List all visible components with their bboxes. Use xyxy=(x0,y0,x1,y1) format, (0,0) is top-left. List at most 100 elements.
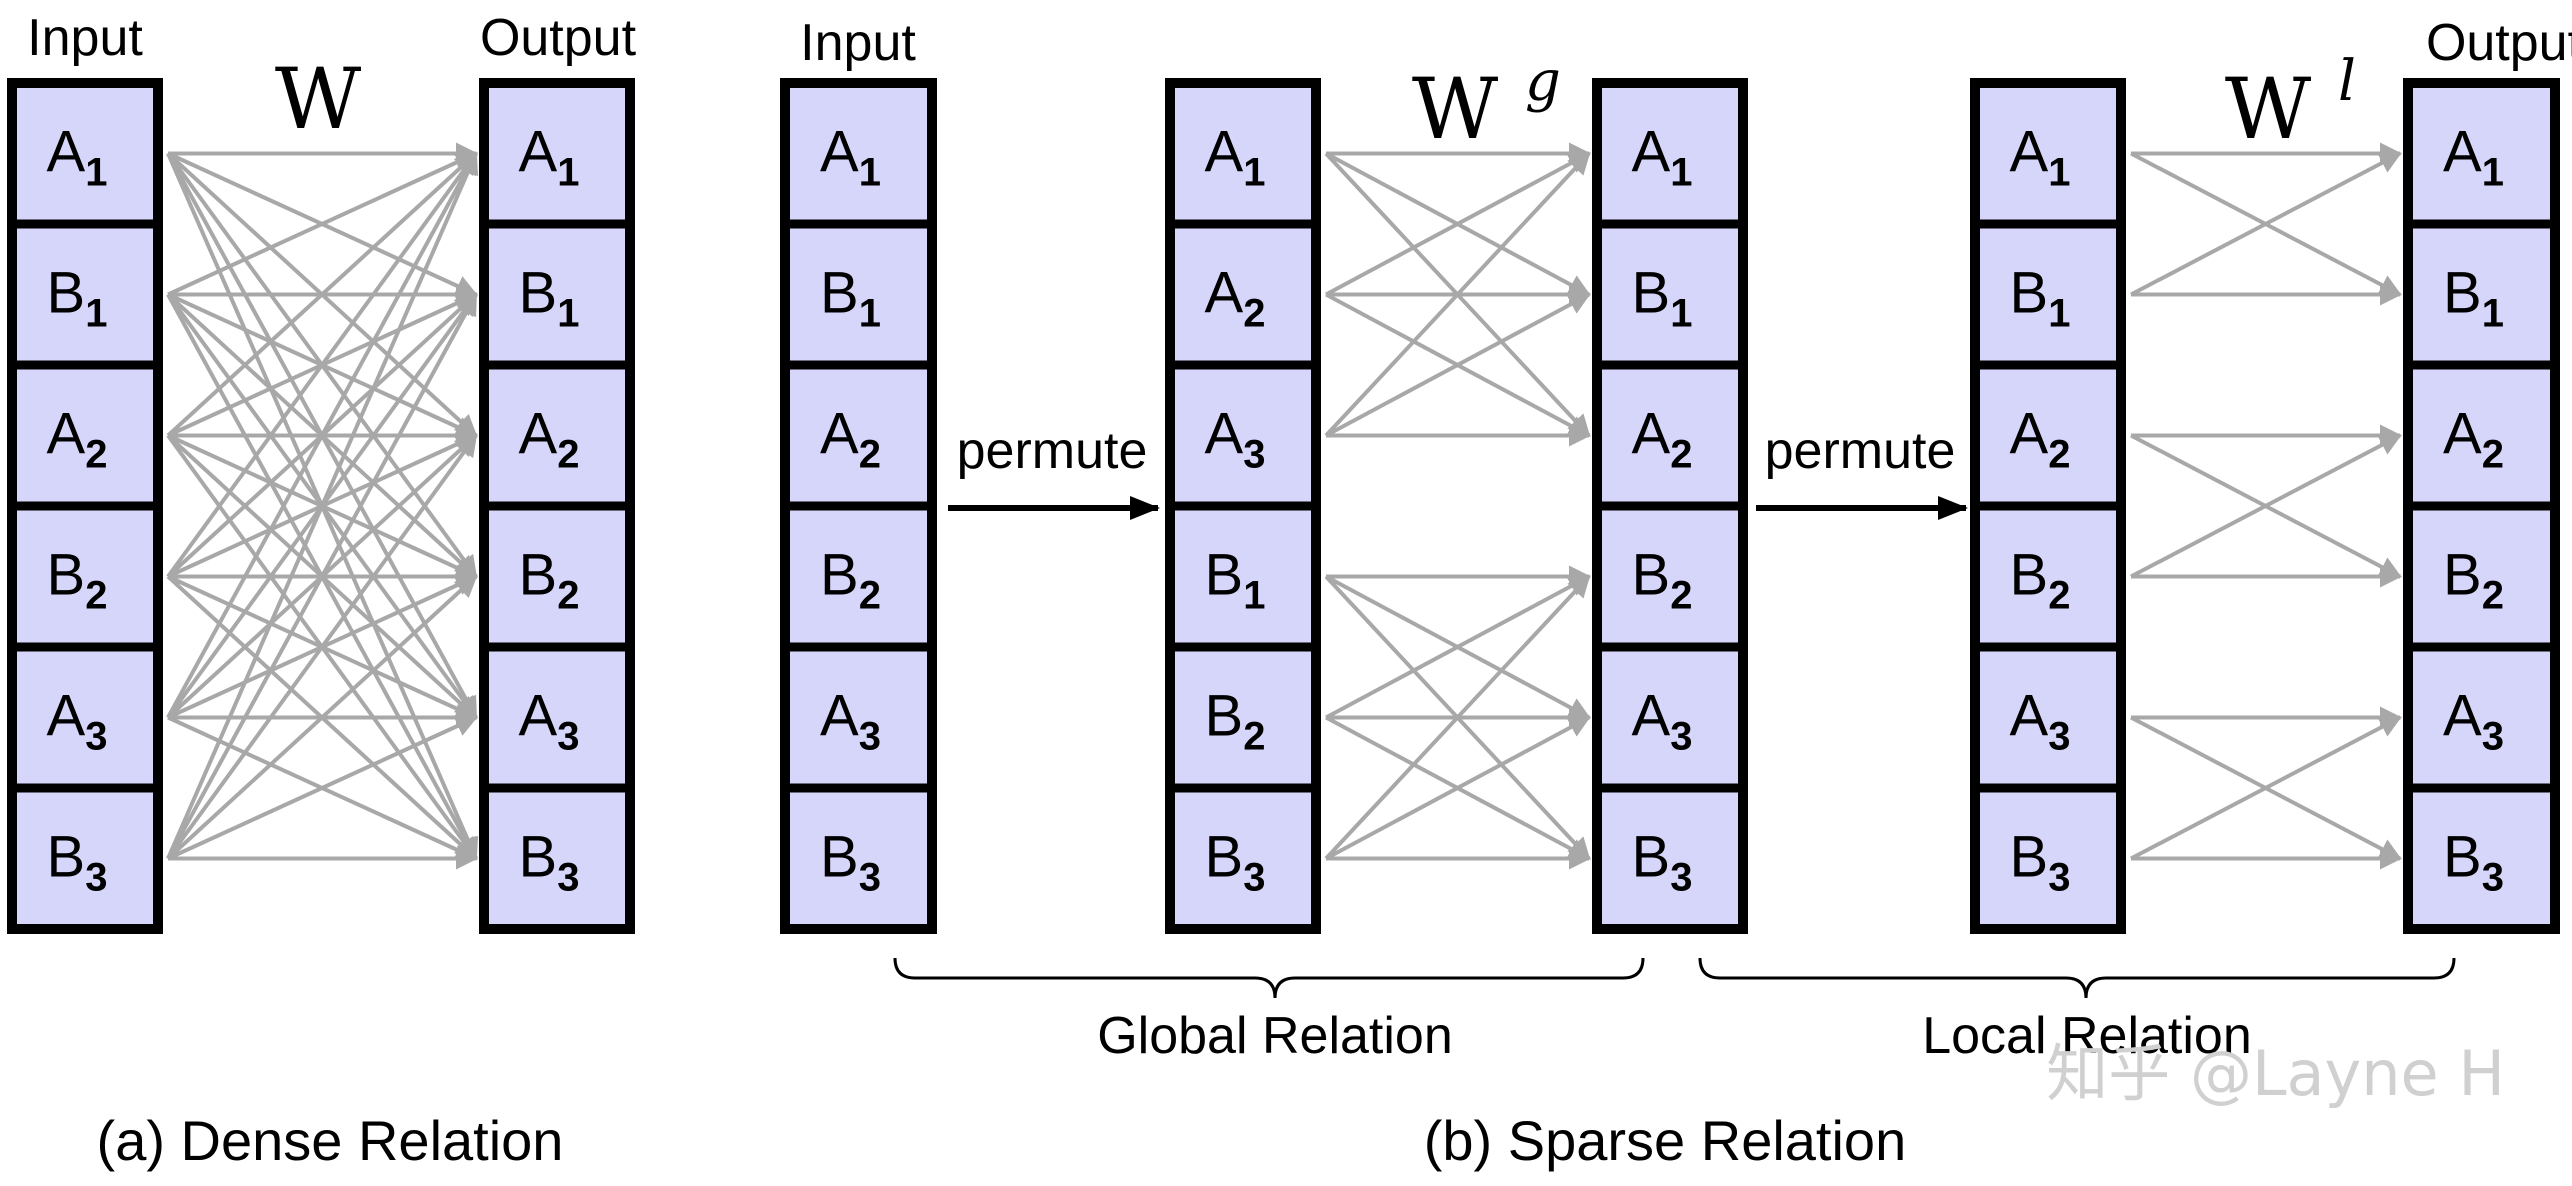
cell-label: B2 xyxy=(1632,543,1693,618)
cell-sparse-global-out-b2: B2 xyxy=(1592,501,1748,652)
cell-dense-input-a1: A1 xyxy=(7,78,163,229)
cell-sparse-output-a3: A3 xyxy=(2403,642,2560,793)
weight-w-global-superscript: g xyxy=(1525,49,1561,114)
cell-sparse-permuted-2-a3: A3 xyxy=(1970,642,2126,793)
cell-sparse-input-a1: A1 xyxy=(780,78,937,229)
weight-w-dense: W xyxy=(275,50,362,148)
cell-label: A3 xyxy=(2010,684,2071,759)
global-connection xyxy=(1325,574,1591,720)
cell-sparse-global-out-a1: A1 xyxy=(1592,78,1748,229)
cell-dense-output-b2: B2 xyxy=(479,501,635,652)
cell-label: A2 xyxy=(820,402,881,477)
cell-sparse-global-out-b3: B3 xyxy=(1592,783,1748,934)
cell-sparse-permuted-2-b3: B3 xyxy=(1970,783,2126,934)
stack-frame xyxy=(479,78,635,934)
weight-w-global: W xyxy=(1412,60,1499,158)
cell-sparse-input-b1: B1 xyxy=(780,219,937,370)
cell-label: B2 xyxy=(47,543,108,618)
cell-sparse-global-out-a2: A2 xyxy=(1592,360,1748,511)
cell-dense-input-b1: B1 xyxy=(7,219,163,370)
cell-label: A1 xyxy=(47,120,108,195)
cell-label: A3 xyxy=(1205,402,1266,477)
dense-connection xyxy=(166,151,478,719)
cell-sparse-global-out-b1: B1 xyxy=(1592,219,1748,370)
connections-layer xyxy=(166,142,2402,870)
local-relation-label: Local Relation xyxy=(1922,1007,2252,1065)
cell-sparse-global-out-a3: A3 xyxy=(1592,642,1748,793)
cell-sparse-output-b3: B3 xyxy=(2403,783,2560,934)
cell-label: B2 xyxy=(519,543,580,618)
input-label-sparse: Input xyxy=(800,14,916,72)
global-relation-brace xyxy=(893,957,1645,999)
cell-sparse-permuted-2-a1: A1 xyxy=(1970,78,2126,229)
cell-sparse-output-b2: B2 xyxy=(2403,501,2560,652)
cell-label: B1 xyxy=(2010,261,2071,336)
global-relation-label: Global Relation xyxy=(1097,1007,1453,1065)
cell-sparse-permuted-2-b2: B2 xyxy=(1970,501,2126,652)
cell-label: B1 xyxy=(1632,261,1693,336)
cell-label: A3 xyxy=(2443,684,2504,759)
cell-label: A1 xyxy=(1632,120,1693,195)
cell-label: A3 xyxy=(820,684,881,759)
dense-connection xyxy=(166,151,478,578)
permute-label-2: permute xyxy=(1765,422,1956,480)
stack-frame xyxy=(780,78,937,934)
cell-sparse-input-a2: A2 xyxy=(780,360,937,511)
cell-sparse-input-b3: B3 xyxy=(780,783,937,934)
dense-connection xyxy=(166,151,479,860)
cell-sparse-permuted-a1: A1 xyxy=(1165,78,1321,229)
caption-sparse-relation: (b) Sparse Relation xyxy=(1424,1109,1906,1172)
cell-label: A1 xyxy=(519,120,580,195)
cell-label: B3 xyxy=(47,825,108,900)
global-connection xyxy=(1324,152,1591,437)
weight-w-local: W xyxy=(2225,60,2312,158)
cell-label: B3 xyxy=(2443,825,2504,900)
cell-dense-output-a2: A2 xyxy=(479,360,635,511)
cell-label: A2 xyxy=(1205,261,1266,336)
watermark: 知乎 @Layne H xyxy=(2046,1037,2505,1110)
cell-dense-output-b3: B3 xyxy=(479,783,635,934)
cell-label: A2 xyxy=(47,402,108,477)
cell-label: B2 xyxy=(2010,543,2071,618)
cell-box xyxy=(1592,360,1748,511)
caption-dense-relation: (a) Dense Relation xyxy=(97,1109,564,1172)
cell-label: B1 xyxy=(820,261,881,336)
cell-sparse-permuted-a3: A3 xyxy=(1165,360,1321,511)
cell-box xyxy=(1970,501,2126,652)
cell-label: A2 xyxy=(519,402,580,477)
cell-label: A2 xyxy=(2443,402,2504,477)
cell-label: A1 xyxy=(2010,120,2071,195)
cell-sparse-permuted-2-a2: A2 xyxy=(1970,360,2126,511)
dense-connection xyxy=(166,433,478,860)
cell-dense-input-b2: B2 xyxy=(7,501,163,652)
input-label-dense: Input xyxy=(27,9,143,67)
cell-sparse-permuted-2-b1: B1 xyxy=(1970,219,2126,370)
output-label-sparse: Output xyxy=(2426,14,2572,72)
stacks-layer: A1B1A2B2A3B3A1B1A2B2A3B3A1B1A2B2A3B3A1A2… xyxy=(7,78,2560,934)
cell-label: A2 xyxy=(1632,402,1693,477)
cell-label: B3 xyxy=(1205,825,1266,900)
local-connection xyxy=(2130,715,2402,861)
cell-label: A3 xyxy=(1632,684,1693,759)
cell-sparse-output-b1: B1 xyxy=(2403,219,2560,370)
cell-dense-input-a3: A3 xyxy=(7,642,163,793)
weight-w-local-superscript: l xyxy=(2338,49,2356,114)
cell-dense-output-b1: B1 xyxy=(479,219,635,370)
cell-label: A3 xyxy=(519,684,580,759)
cell-label: B1 xyxy=(519,261,580,336)
cell-dense-input-b3: B3 xyxy=(7,783,163,934)
local-relation-brace xyxy=(1698,957,2456,999)
cell-sparse-input-a3: A3 xyxy=(780,642,937,793)
dense-connection xyxy=(167,715,478,861)
global-connection xyxy=(1324,575,1591,860)
cell-dense-input-a2: A2 xyxy=(7,360,163,511)
cell-box xyxy=(1165,501,1321,652)
cell-label: A1 xyxy=(2443,120,2504,195)
